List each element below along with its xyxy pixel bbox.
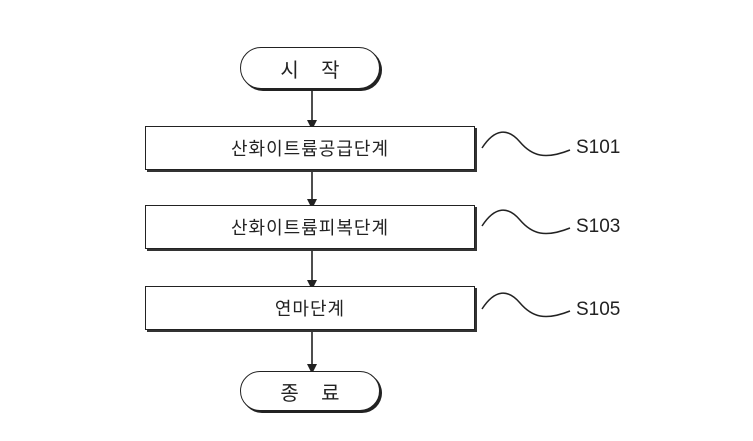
ref-label-s103: S103: [576, 216, 621, 237]
end-terminal: 종 료: [240, 371, 380, 411]
ref-label-s101: S101: [576, 137, 621, 158]
step-box-s103: 산화이트륨피복단계: [145, 205, 475, 249]
leader-line-s105: [481, 292, 571, 318]
leader-line-s101: [481, 131, 571, 157]
ref-label-s105: S105: [576, 299, 621, 320]
step-label-s105: 연마단계: [274, 299, 346, 320]
step-box-s105: 연마단계: [145, 286, 475, 330]
start-terminal: 시 작: [240, 47, 380, 89]
step-label-s103: 산화이트륨피복단계: [230, 218, 390, 239]
leader-line-s103: [481, 209, 571, 235]
end-label: 종 료: [280, 380, 348, 405]
step-label-s101: 산화이트륨공급단계: [230, 139, 390, 160]
start-label: 시 작: [280, 57, 348, 82]
step-box-s101: 산화이트륨공급단계: [145, 126, 475, 170]
